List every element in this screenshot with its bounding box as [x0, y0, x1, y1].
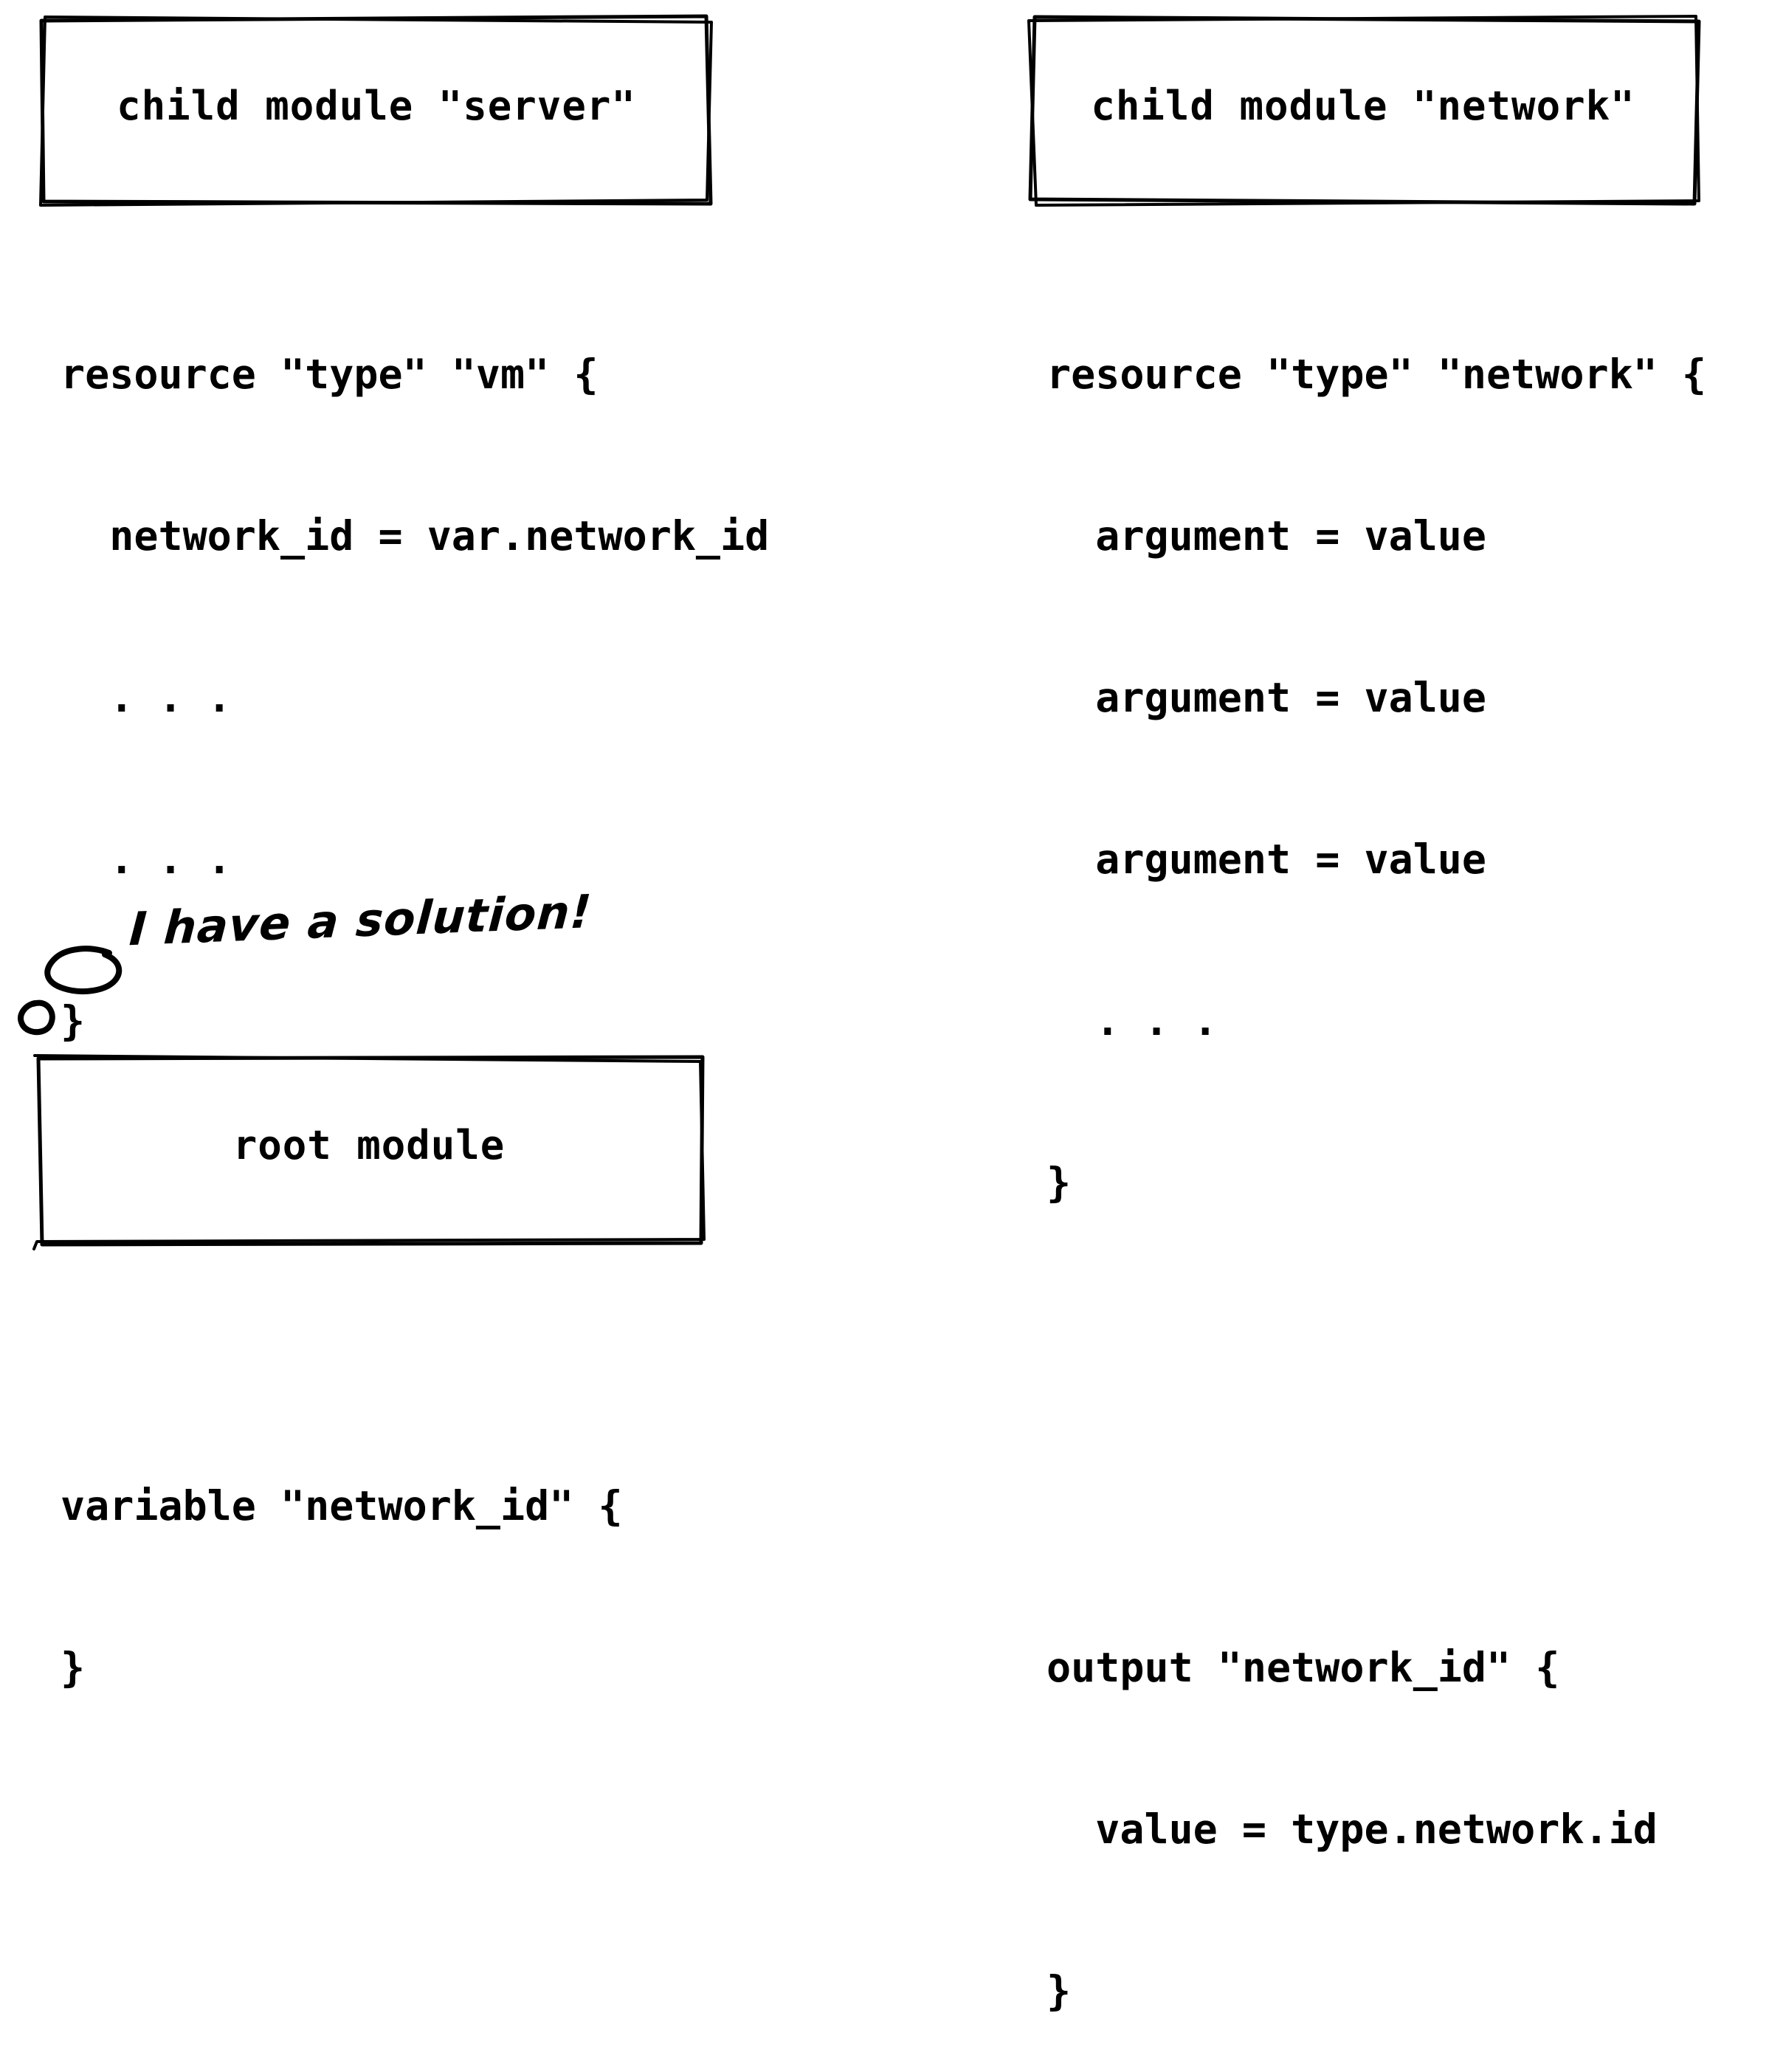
- code-line: output "network_id" {: [1046, 1644, 1560, 1691]
- thought-bubble-group: [7, 937, 148, 1044]
- code-line: network_id = var.network_id: [61, 512, 770, 560]
- code-line: }: [1046, 1159, 1072, 1206]
- code-line-blank: [1046, 1479, 1706, 1533]
- code-line: }: [61, 997, 86, 1044]
- child-module-network-label: child module "network": [1091, 83, 1635, 129]
- thought-bubble-small-icon: [18, 999, 55, 1036]
- thought-bubble-large-icon: [44, 946, 123, 995]
- code-line: resource "type" "network" {: [1046, 351, 1707, 398]
- code-line: argument = value: [1046, 836, 1487, 883]
- code-line: resource "type" "vm" {: [61, 351, 599, 398]
- network-module-code: resource "type" "network" { argument = v…: [1046, 240, 1706, 2072]
- code-line: argument = value: [1046, 674, 1487, 721]
- child-module-network-box: child module "network": [1024, 15, 1702, 207]
- code-line-blank: [61, 1318, 769, 1371]
- sketch-rectangle-outline: [39, 14, 713, 207]
- code-line: variable "network_id" {: [61, 1482, 623, 1529]
- child-module-server-box: child module "server": [38, 14, 714, 207]
- sketch-rectangle-outline: [1027, 15, 1701, 207]
- slide-canvas: { "slide": { "background_color": "#fffff…: [7, 14, 1707, 2014]
- code-line: . . .: [61, 836, 232, 883]
- code-line: argument = value: [1046, 512, 1487, 560]
- server-module-code: resource "type" "vm" { network_id = var.…: [61, 240, 769, 1749]
- code-line-blank: [1046, 1318, 1706, 1371]
- solution-annotation: I have a solution!: [128, 884, 604, 976]
- code-line: . . .: [1046, 997, 1218, 1044]
- code-line: value = type.network.id: [1046, 1806, 1658, 1853]
- root-module-label: root module: [232, 1122, 506, 1168]
- code-line: . . .: [61, 674, 232, 721]
- root-module-box: root module: [32, 1054, 706, 1250]
- code-line: }: [1046, 1967, 1072, 2014]
- sketch-rectangle-outline: [32, 1054, 706, 1250]
- child-module-server-label: child module "server": [117, 83, 636, 129]
- code-line: }: [61, 1644, 86, 1691]
